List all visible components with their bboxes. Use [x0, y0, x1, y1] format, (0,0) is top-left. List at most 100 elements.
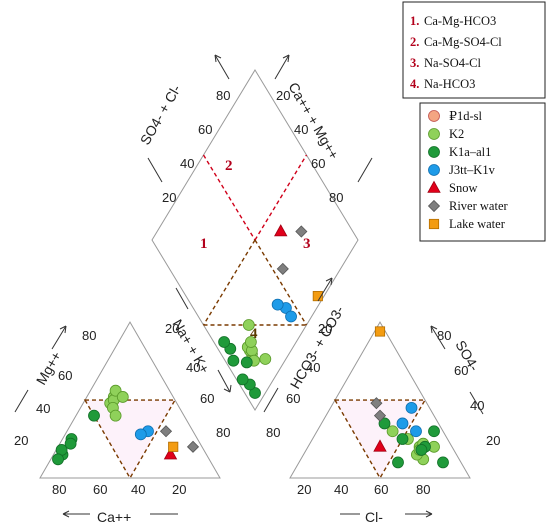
- point-cation-1-3: [52, 453, 64, 466]
- point-anion-4-1: [373, 409, 387, 422]
- legend-symbols: ₽1d-sl K2 K1a–al1 J3tt–K1v Snow River wa…: [419, 102, 546, 242]
- point-anion-2-1: [396, 417, 409, 430]
- point-cation-3-0: [163, 447, 178, 460]
- legend-zone-4-num: 4.: [410, 77, 419, 91]
- tick-ca-20: 20: [172, 482, 186, 497]
- legend-label-river: River water: [449, 199, 508, 213]
- so4-tail-line: [469, 391, 484, 415]
- tick-so4-60: 60: [454, 363, 468, 378]
- legend-label-snow: Snow: [449, 181, 477, 195]
- point-anion-4-0: [370, 397, 383, 410]
- legend-zone-2-num: 2.: [410, 35, 419, 49]
- tick-mg-80: 80: [82, 328, 96, 343]
- so4-arrow-head: [430, 325, 438, 334]
- tick-so4cl-40: 40: [180, 156, 194, 171]
- nak-arrow-line: [217, 369, 231, 393]
- so4-arrow-line: [430, 325, 446, 350]
- divider-red-right: [254, 154, 308, 241]
- legend-marker-6: [428, 218, 440, 230]
- legend-zones-box: [402, 1, 546, 99]
- legend-marker-3: [428, 164, 440, 176]
- point-diamond-0-5: [244, 336, 257, 348]
- point-anion-1-3: [396, 433, 409, 445]
- tick-camg-60: 60: [311, 156, 325, 171]
- data-points: [52, 224, 449, 469]
- point-cation-2-1: [134, 428, 147, 441]
- tick-so4cl-80: 80: [216, 88, 230, 103]
- point-cation-1-4: [64, 437, 77, 450]
- zone-label-3: 3: [303, 236, 311, 252]
- point-diamond-4-0: [276, 262, 289, 275]
- legend-zones: 1. Ca-Mg-HCO3 2. Ca-Mg-SO4-Cl 3. Na-SO4-…: [402, 1, 546, 99]
- point-diamond-1-6: [218, 336, 231, 348]
- legend-zone-4-label: Na-HCO3: [424, 77, 475, 91]
- point-anion-1-6: [392, 456, 404, 469]
- tick-hco3-60: 60: [286, 391, 300, 406]
- hco3-arrow-line: [317, 277, 333, 302]
- legend-label-k1a: K1a–al1: [449, 145, 491, 159]
- tick-cl-80: 80: [416, 482, 430, 497]
- legend-label-j3tt: J3tt–K1v: [449, 163, 496, 177]
- tick-cl-20: 20: [297, 482, 311, 497]
- legend-marker-0: [428, 110, 440, 122]
- tick-so4-40: 40: [470, 398, 484, 413]
- hco3-tail-line: [263, 387, 279, 413]
- mg-arrow-line: [51, 325, 67, 350]
- axis-label-camg: Ca++ + Mg++: [285, 80, 342, 162]
- divider-red-left: [202, 154, 256, 241]
- cation-inner-triangle: [83, 399, 177, 480]
- tick-so4cl-20: 20: [162, 190, 176, 205]
- cation-ticks: 80 60 40 20 80 60 40 20 20 40 60 80: [14, 321, 230, 497]
- tick-mg-20: 20: [14, 433, 28, 448]
- point-diamond-1-0: [249, 387, 261, 399]
- legend-label-k2: K2: [449, 127, 464, 141]
- ca-arrow-head: [62, 510, 70, 518]
- legend-marker-4: [427, 180, 441, 193]
- zone-label-4: 4: [250, 326, 258, 342]
- mg-tail-line: [14, 389, 29, 413]
- camg-tail-line: [357, 157, 373, 183]
- axis-labels: [14, 54, 484, 518]
- point-cation-4-1: [186, 440, 200, 453]
- axis-label-cl: Cl-: [365, 509, 383, 525]
- legend-zone-1-label: Ca-Mg-HCO3: [424, 14, 496, 28]
- point-cation-4-0: [159, 425, 173, 438]
- point-cation-1-5: [88, 409, 100, 422]
- tick-so4-80: 80: [437, 328, 451, 343]
- tick-nak-20: 20: [165, 321, 179, 336]
- hco3-arrow-head: [325, 277, 333, 286]
- divider-brown-left: [202, 239, 256, 326]
- legend-marker-5: [427, 199, 441, 213]
- diagram-regions: [83, 154, 427, 480]
- diamond: [151, 69, 359, 411]
- tick-camg-20: 20: [276, 88, 290, 103]
- tick-nak-80: 80: [216, 425, 230, 440]
- point-cation-0-7: [109, 409, 122, 422]
- point-diamond-1-5: [240, 356, 253, 369]
- zone-label-2: 2: [225, 158, 233, 174]
- tick-cl-40: 40: [334, 482, 348, 497]
- legend-zone-1-num: 1.: [410, 14, 419, 28]
- point-cation-0-6: [116, 391, 129, 403]
- axis-label-ca: Ca++: [97, 509, 131, 525]
- zone-label-1: 1: [200, 236, 208, 252]
- point-diamond-2-2: [285, 310, 297, 323]
- tick-nak-60: 60: [200, 391, 214, 406]
- divider-brown-right: [254, 239, 308, 326]
- legend-label-lake: Lake water: [449, 217, 506, 231]
- camg-arrow-head: [282, 54, 290, 63]
- tick-mg-40: 40: [36, 401, 50, 416]
- legend-symbols-box: [419, 102, 546, 242]
- point-anion-1-4: [378, 417, 391, 430]
- point-anion-2-2: [405, 401, 418, 414]
- point-diamond-0-7: [242, 319, 255, 331]
- point-diamond-1-2: [236, 373, 249, 386]
- tick-mg-60: 60: [58, 368, 72, 383]
- tick-ca-40: 40: [131, 482, 145, 497]
- camg-arrow-line: [274, 54, 290, 80]
- mg-arrow-head: [59, 325, 67, 334]
- point-diamond-1-3: [227, 354, 240, 367]
- legend-marker-1: [428, 128, 440, 140]
- tick-so4-20: 20: [486, 433, 500, 448]
